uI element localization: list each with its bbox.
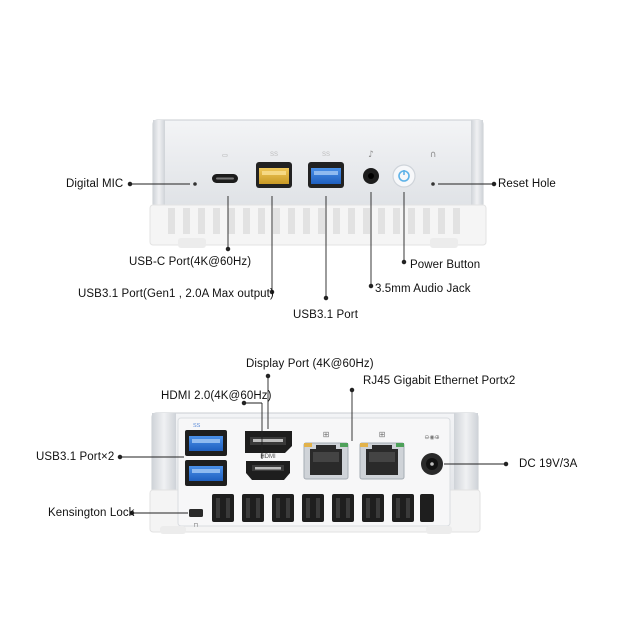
headset-icon: ∩ xyxy=(430,150,437,160)
label-hdmi: HDMI 2.0(4K@60Hz) xyxy=(161,390,272,402)
front-foot-right xyxy=(430,238,458,248)
network-icon-1: ⊞ xyxy=(323,430,330,439)
lock-icon: ⊓ xyxy=(194,522,199,529)
power-button xyxy=(392,164,416,188)
front-side-left xyxy=(153,120,165,208)
rj45-port-1 xyxy=(303,442,349,480)
usb-ss-mark-right: SS xyxy=(322,152,330,158)
label-usb31-x2: USB3.1 Port×2 xyxy=(36,451,115,463)
front-side-right xyxy=(471,120,483,208)
rear-device: SS HDMI xyxy=(149,412,481,534)
label-digital-mic: Digital MIC xyxy=(66,178,124,190)
dc-polarity-icon: ⊖◉⊕ xyxy=(424,434,439,441)
digital-mic-hole xyxy=(193,182,197,186)
front-foot-left xyxy=(178,238,206,248)
front-device: ▭ SS SS ♪ ∩ xyxy=(149,119,487,248)
front-leaders xyxy=(127,181,497,301)
front-vent-grille xyxy=(168,208,460,234)
rear-foot-left xyxy=(160,526,186,534)
rear-foot-right xyxy=(426,526,452,534)
label-audio-jack: 3.5mm Audio Jack xyxy=(375,283,471,295)
label-usb-c: USB-C Port(4K@60Hz) xyxy=(129,256,252,268)
display-port xyxy=(245,431,292,453)
label-kensington: Kensington Lock xyxy=(48,507,135,519)
hdmi-mark: HDMI xyxy=(260,454,276,460)
network-icon-2: ⊞ xyxy=(379,430,386,439)
label-rj45: RJ45 Gigabit Ethernet Portx2 xyxy=(363,375,516,387)
label-display-port: Display Port (4K@60Hz) xyxy=(246,358,374,370)
hdmi-port: HDMI xyxy=(246,454,290,480)
rear-leaders xyxy=(117,373,509,516)
kensington-lock-slot: ⊓ xyxy=(189,509,203,529)
label-reset-hole: Reset Hole xyxy=(498,178,556,190)
dc-jack: ⊖◉⊕ xyxy=(421,434,443,475)
rj45-port-2 xyxy=(359,442,405,480)
headphone-icon: ♪ xyxy=(368,150,374,160)
reset-hole xyxy=(431,182,435,186)
usb-ss-mark-left: SS xyxy=(270,152,278,158)
usb-c-mark: ▭ xyxy=(222,153,228,159)
label-power-button: Power Button xyxy=(410,259,481,271)
rear-vent-slots xyxy=(212,494,434,522)
label-dc: DC 19V/3A xyxy=(519,458,578,470)
label-usb31-gen1: USB3.1 Port(Gen1 , 2.0A Max output) xyxy=(78,288,274,300)
rear-usb-stack: SS xyxy=(185,423,227,486)
label-usb31: USB3.1 Port xyxy=(293,309,359,321)
rear-usb-ss-mark: SS xyxy=(193,423,201,429)
